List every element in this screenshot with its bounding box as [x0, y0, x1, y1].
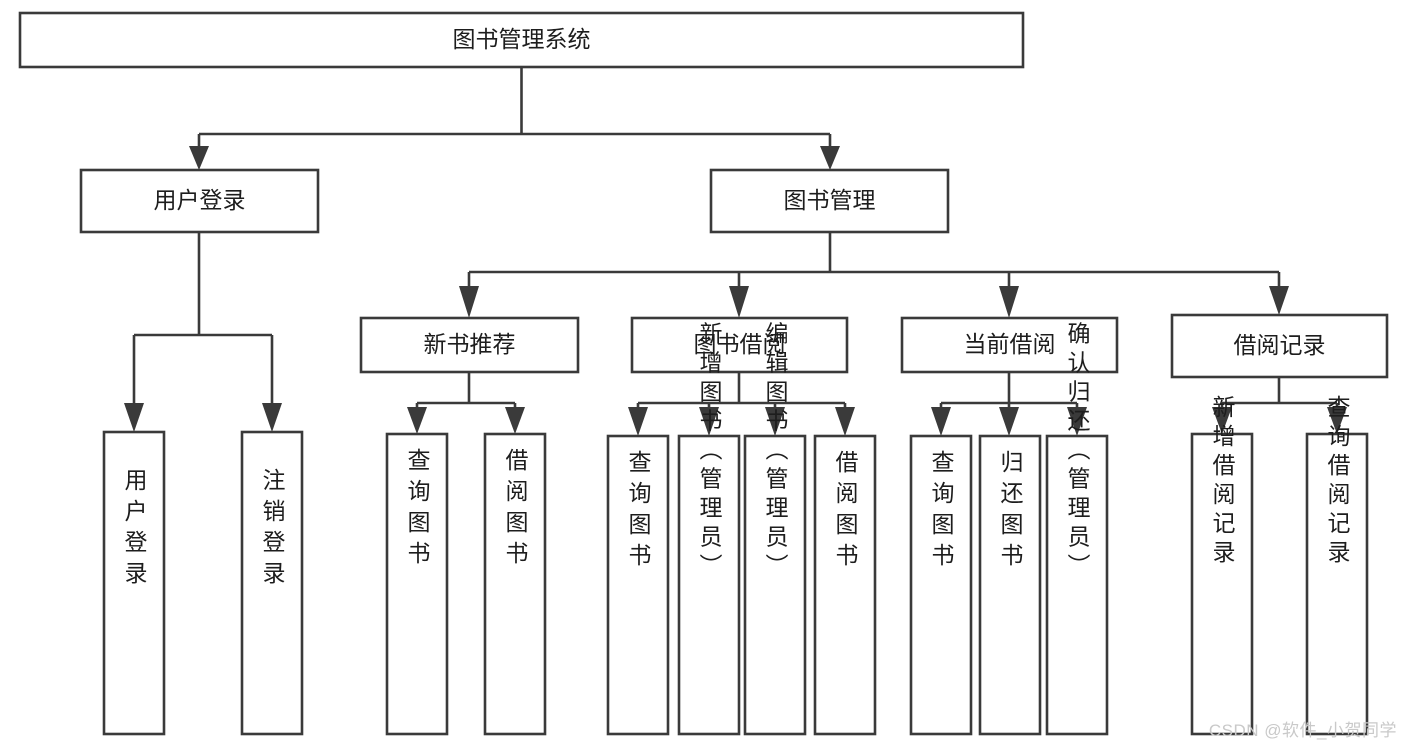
leaf-newbook-query[interactable] [385, 432, 449, 736]
leaf-borrow-query-label: 查询图书 [625, 450, 652, 574]
leaf-user-login-label: 用户登录 [121, 468, 148, 592]
leaf-borrow-query[interactable] [606, 434, 670, 736]
node-book-management-box[interactable] [709, 168, 950, 234]
leaf-logout-box[interactable] [240, 430, 304, 736]
leaf-newbook-query-box[interactable] [385, 432, 449, 736]
leaf-newbook-borrow-label: 借阅图书 [502, 448, 529, 572]
leaf-records-query-label: 查询借阅记录 [1324, 395, 1351, 569]
leaf-current-return-label: 归还图书 [997, 450, 1024, 574]
leaf-current-query-box[interactable] [909, 434, 973, 736]
node-book-borrow[interactable]: 图书借阅 [630, 316, 849, 374]
arrow-head-borrow-leaf-4 [835, 407, 855, 436]
leaf-user-login-box[interactable] [102, 430, 166, 736]
leaf-records-add-label: 新增借阅记录 [1209, 395, 1236, 569]
leaf-borrow-query-box[interactable] [606, 434, 670, 736]
node-book-management[interactable]: 图书管理 [709, 168, 950, 234]
arrow-head-borrow-leaf-3 [765, 407, 785, 436]
node-current-borrow-label: 当前借阅 [964, 331, 1056, 357]
arrow-head-current-leaf-2 [999, 407, 1019, 436]
leaf-newbook-borrow-box[interactable] [483, 432, 547, 736]
leaf-user-login[interactable] [102, 430, 166, 736]
arrow-head-book-borrow [729, 286, 749, 318]
node-user-login[interactable]: 用户登录 [79, 168, 320, 234]
node-current-borrow-box[interactable] [900, 316, 1119, 374]
node-root[interactable]: 图书管理系统 [18, 11, 1025, 69]
arrow-head-current-leaf-1 [931, 407, 951, 436]
leaf-borrow-do[interactable] [813, 434, 877, 736]
arrow-head-records-leaf-2 [1327, 407, 1347, 434]
leaf-logout-label: 注销登录 [259, 468, 286, 592]
leaf-borrow-do-label: 借阅图书 [832, 450, 859, 574]
leaf-records-query[interactable] [1305, 432, 1369, 736]
arrow-head-new-book-rec [459, 286, 479, 318]
leaf-borrow-do-box[interactable] [813, 434, 877, 736]
leaf-records-add[interactable] [1190, 432, 1254, 736]
node-book-borrow-label: 图书借阅 [694, 331, 786, 357]
leaf-current-confirm-label: 确认归还（管理员） [1064, 322, 1091, 583]
leaf-newbook-query-label: 查询图书 [404, 448, 431, 572]
arrow-head-newbook-leaf-2 [505, 407, 525, 434]
node-user-login-label: 用户登录 [154, 187, 246, 213]
leaf-current-confirm-box[interactable] [1045, 434, 1109, 736]
arrow-head-current-leaf-3 [1067, 407, 1087, 436]
node-new-book-recommend[interactable]: 新书推荐 [359, 316, 580, 374]
leaf-borrow-add[interactable] [677, 434, 741, 736]
arrow-head-user-login [189, 146, 209, 170]
leaf-current-return[interactable] [978, 434, 1042, 736]
node-new-book-recommend-label: 新书推荐 [424, 331, 516, 357]
leaf-borrow-add-box[interactable] [677, 434, 741, 736]
arrow-head-leaf-user-login [124, 403, 144, 432]
node-borrow-records-box[interactable] [1170, 313, 1389, 379]
leaf-borrow-add-label: 新增图书（管理员） [696, 322, 723, 583]
leaf-current-query[interactable] [909, 434, 973, 736]
node-book-management-label: 图书管理 [784, 187, 876, 213]
leaf-newbook-borrow[interactable] [483, 432, 547, 736]
leaf-current-query-label: 查询图书 [928, 450, 955, 574]
arrow-head-newbook-leaf-1 [407, 407, 427, 434]
node-user-login-box[interactable] [79, 168, 320, 234]
node-borrow-records-label: 借阅记录 [1234, 332, 1326, 358]
leaf-records-query-box[interactable] [1305, 432, 1369, 736]
arrow-head-leaf-logout [262, 403, 282, 432]
leaf-records-add-box[interactable] [1190, 432, 1254, 736]
leaf-logout[interactable] [240, 430, 304, 736]
leaf-current-confirm[interactable] [1045, 434, 1109, 736]
arrow-head-borrow-records [1269, 286, 1289, 315]
leaf-borrow-edit[interactable] [743, 434, 807, 736]
node-book-borrow-box[interactable] [630, 316, 849, 374]
connectors [124, 67, 1347, 436]
node-root-label: 图书管理系统 [453, 26, 591, 52]
arrow-head-book-mgmt [820, 146, 840, 170]
node-root-box[interactable] [18, 11, 1025, 69]
leaf-borrow-edit-label: 编辑图书（管理员） [762, 322, 789, 583]
leaf-labels: 用户登录 注销登录 查询图书 借阅图书 查询图书 新增图书（管理员） 编辑图书（… [121, 322, 1351, 593]
node-current-borrow[interactable]: 当前借阅 [900, 316, 1119, 374]
leaf-current-return-box[interactable] [978, 434, 1042, 736]
arrow-head-records-leaf-1 [1212, 407, 1232, 434]
arrow-head-borrow-leaf-2 [699, 407, 719, 436]
node-borrow-records[interactable]: 借阅记录 [1170, 313, 1389, 379]
arrow-head-borrow-leaf-1 [628, 407, 648, 436]
node-new-book-recommend-box[interactable] [359, 316, 580, 374]
arrow-head-current-borrow [999, 286, 1019, 318]
leaf-borrow-edit-box[interactable] [743, 434, 807, 736]
